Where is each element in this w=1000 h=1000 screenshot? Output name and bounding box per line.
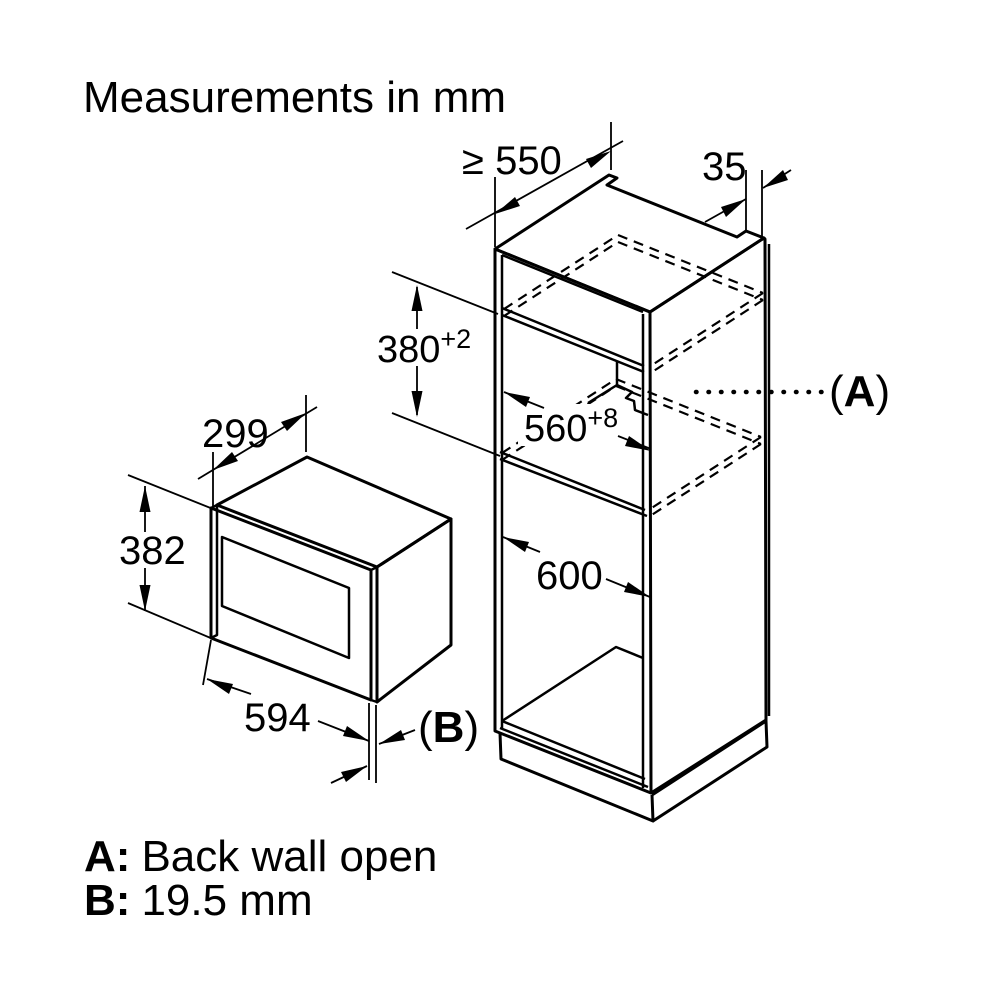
cabinet-top-face [493, 173, 766, 314]
niche-top-shelf [501, 306, 645, 374]
microwave-drawing [209, 455, 453, 704]
microwave-door-window [220, 535, 351, 660]
dim-appliance-width: 594 [244, 696, 311, 740]
dim-cabinet-depth: ≥ 550 [462, 139, 562, 183]
dim-appliance-depth: 299 [202, 412, 269, 456]
diagram-labels: Measurements in mm ≥ 550 35 380+2 560+8 … [83, 73, 890, 925]
cabinet-floor [499, 719, 649, 789]
marker-b: (B) [418, 703, 479, 752]
dim-niche-height: 380+2 [377, 324, 471, 371]
legend-line-a: A:Back wall open [84, 832, 437, 881]
microwave-side-face [375, 517, 453, 704]
cabinet-side-panel [649, 236, 768, 795]
text-mask [518, 404, 622, 446]
dimension-annotations [127, 122, 830, 784]
legend-line-b: B:19.5 mm [84, 876, 313, 925]
cabinet-plinth [498, 732, 655, 823]
cabinet-drawing [493, 173, 771, 823]
microwave-door [209, 506, 373, 702]
marker-a: (A) [829, 367, 890, 416]
dim-appliance-height: 382 [119, 529, 186, 573]
diagram-title: Measurements in mm [83, 73, 506, 122]
dim-vent-gap: 35 [702, 145, 747, 189]
dim-lower-niche-width: 600 [536, 554, 603, 598]
niche-bottom-shelf [499, 450, 648, 518]
niche-cable-notch [587, 362, 649, 417]
dim-niche-width: 560+8 [524, 403, 618, 450]
microwave-top-face [215, 455, 453, 569]
